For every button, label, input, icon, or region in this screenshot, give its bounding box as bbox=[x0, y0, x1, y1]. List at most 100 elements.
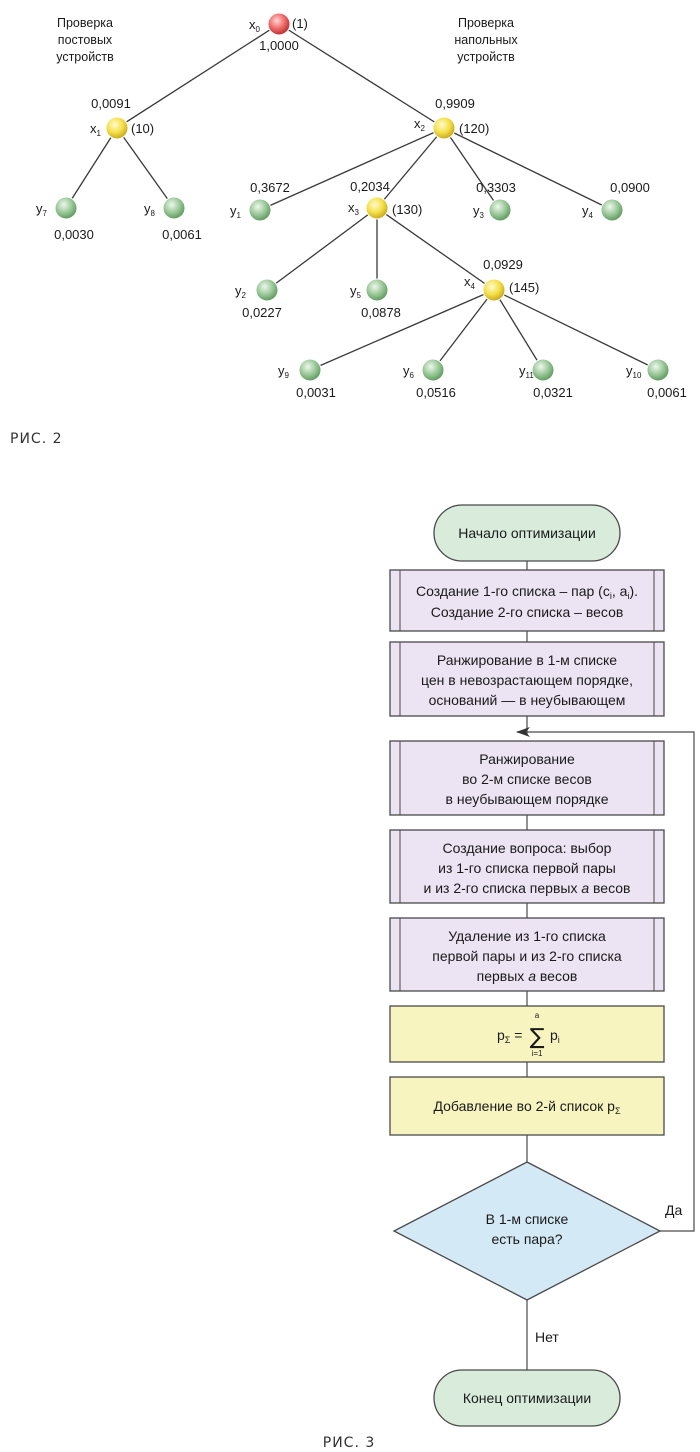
step-delete-pair-line2: первой пары и из 2-го списка bbox=[432, 948, 622, 964]
header-right-line2: напольных bbox=[454, 33, 518, 47]
tree-node-y9: y9 0,0031 bbox=[278, 358, 336, 400]
tree-edge-x1-y7 bbox=[65, 127, 118, 209]
tree-node-x3: x30,2034(130) bbox=[348, 179, 422, 220]
node-circle-y1 bbox=[248, 198, 272, 222]
end-terminal bbox=[433, 1369, 621, 1427]
step-rank-weights-line1: Ранжирование bbox=[479, 751, 575, 767]
node-name-y3: y3 bbox=[473, 203, 485, 220]
node-name-y10: y10 bbox=[626, 363, 642, 380]
tree-node-y2: y20,0227 bbox=[235, 278, 282, 320]
flow-connectors bbox=[516, 561, 695, 1370]
node-value-x4: 0,0929 bbox=[483, 257, 523, 272]
tree-node-x4: x4 0,0929 (145) bbox=[464, 257, 539, 302]
step-create-lists-line1: Создание 1-го списка – пар (ci, ai). bbox=[416, 583, 638, 601]
node-circle-y11 bbox=[531, 358, 555, 382]
node-value-x2: 0,9909 bbox=[435, 96, 475, 111]
tree-nodes: x01,0000(1)x10,0091(10)x20,9909(120)x30,… bbox=[36, 12, 687, 400]
node-value-x1: 0,0091 bbox=[91, 96, 131, 111]
figure-3-caption: РИС. 3 bbox=[323, 1435, 376, 1451]
step-create-question-line3: и из 2-го списка первых a весов bbox=[424, 880, 631, 896]
tree-edge-x4-y9 bbox=[309, 289, 495, 371]
node-circle-x3 bbox=[365, 196, 389, 220]
node-name-x0: x0 bbox=[249, 17, 261, 34]
tree-edge-x0-x1 bbox=[116, 23, 280, 129]
node-circle-x1 bbox=[105, 116, 129, 140]
step-rank-weights-line2: во 2-м списке весов bbox=[462, 771, 592, 787]
step-rank-weights-line3: в неубывающем порядке bbox=[446, 791, 609, 807]
node-value-y9: 0,0031 bbox=[296, 385, 336, 400]
node-circle-y4 bbox=[600, 198, 624, 222]
tree-node-y1: y1 0,3672 bbox=[230, 180, 290, 222]
decision-line1: В 1-м списке bbox=[486, 1211, 569, 1227]
node-name-y1: y1 bbox=[230, 203, 242, 220]
node-circle-y10 bbox=[646, 358, 670, 382]
tree-edge-x3-y2 bbox=[266, 207, 378, 291]
node-name-y9: y9 bbox=[278, 363, 290, 380]
step-create-question: Создание вопроса: выбор из 1-го списка п… bbox=[389, 829, 665, 904]
node-circle-y5 bbox=[365, 278, 389, 302]
node-name-y7: y7 bbox=[36, 201, 48, 218]
node-cost-x1: (10) bbox=[131, 121, 154, 136]
tree-node-y7: y7 0,0030 bbox=[36, 196, 94, 242]
node-value-y1: 0,3672 bbox=[250, 180, 290, 195]
branch-yes-label: Да bbox=[665, 1202, 682, 1218]
step-create-question-line2: из 1-го списка первой пары bbox=[438, 860, 616, 876]
tree-edge-x3-x4 bbox=[376, 207, 495, 291]
step-rank-list1-line2: цен в невозрастающем порядке, bbox=[421, 672, 633, 688]
tree-edge-x0-x2 bbox=[278, 23, 445, 129]
tree-node-y10: y10 0,0061 bbox=[626, 358, 687, 400]
node-value-y2: 0,0227 bbox=[242, 305, 282, 320]
step-add-to-list2-label: Добавление во 2-й список pΣ bbox=[433, 1098, 620, 1116]
node-name-x1: x1 bbox=[90, 121, 102, 138]
node-value-y6: 0,0516 bbox=[416, 385, 456, 400]
figure-2-tree: x01,0000(1)x10,0091(10)x20,9909(120)x30,… bbox=[10, 12, 687, 447]
step-rank-list1-line1: Ранжирование в 1-м списке bbox=[437, 652, 617, 668]
tree-edge-x4-y11 bbox=[493, 289, 544, 371]
figure-3-flowchart: Начало оптимизации Создание 1-го списка … bbox=[323, 504, 695, 1451]
node-value-y10: 0,0061 bbox=[647, 385, 687, 400]
node-name-x2: x2 bbox=[414, 116, 426, 133]
formula-sigma: ∑ bbox=[530, 1025, 545, 1050]
node-circle-y3 bbox=[488, 198, 512, 222]
tree-node-y3: y3 0,3303 bbox=[473, 180, 516, 222]
tree-edge-x2-y1 bbox=[259, 127, 445, 211]
step-rank-list1-line3: оснований — в неубывающем bbox=[429, 692, 626, 708]
tree-node-y4: y40,0900 bbox=[582, 180, 650, 222]
node-circle-y8 bbox=[162, 196, 186, 220]
formula-upper: a bbox=[535, 1011, 540, 1020]
step-create-question-line1: Создание вопроса: выбор bbox=[443, 840, 612, 856]
node-value-x0: 1,0000 bbox=[259, 38, 299, 53]
step-rank-weights: Ранжирование во 2-м списке весов в неубы… bbox=[389, 740, 665, 816]
tree-node-y5: y50,0878 bbox=[350, 278, 401, 320]
decision-line2: есть пара? bbox=[491, 1231, 562, 1247]
step-delete-pair-line3: первых a весов bbox=[477, 968, 578, 984]
node-name-y11: y11 bbox=[519, 363, 534, 380]
formula-rhs: pi bbox=[550, 1027, 560, 1045]
start-terminal-label: Начало оптимизации bbox=[458, 525, 596, 541]
node-value-y7: 0,0030 bbox=[54, 227, 94, 242]
header-right-line1: Проверка bbox=[458, 16, 514, 30]
tree-node-y8: y80,0061 bbox=[144, 196, 202, 242]
tree-node-y6: y60,0516 bbox=[403, 358, 456, 400]
step-create-lists: Создание 1-го списка – пар (ci, ai). Соз… bbox=[389, 569, 665, 632]
node-name-x4: x4 bbox=[464, 274, 476, 291]
node-value-y3: 0,3303 bbox=[476, 180, 516, 195]
tree-edge-x2-x3 bbox=[376, 127, 445, 209]
step-delete-pair-line1: Удаление из 1-го списка bbox=[448, 928, 606, 944]
node-name-x3: x3 bbox=[348, 200, 360, 217]
formula-lower: i=1 bbox=[532, 1049, 543, 1058]
node-cost-x0: (1) bbox=[292, 16, 308, 31]
node-circle-x2 bbox=[432, 116, 456, 140]
step-sum-formula: pΣ = ∑ a i=1 pi bbox=[389, 1005, 665, 1063]
decision-has-pair: В 1-м списке есть пара? bbox=[392, 1161, 662, 1301]
branch-no-label: Нет bbox=[535, 1329, 559, 1345]
node-value-x3: 0,2034 bbox=[350, 179, 390, 194]
node-name-y5: y5 bbox=[350, 283, 362, 300]
node-value-y4: 0,0900 bbox=[610, 180, 650, 195]
end-terminal-label: Конец оптимизации bbox=[463, 1390, 591, 1406]
tree-edges bbox=[65, 23, 659, 371]
tree-edge-x2-y4 bbox=[443, 127, 613, 211]
node-cost-x4: (145) bbox=[509, 280, 539, 295]
